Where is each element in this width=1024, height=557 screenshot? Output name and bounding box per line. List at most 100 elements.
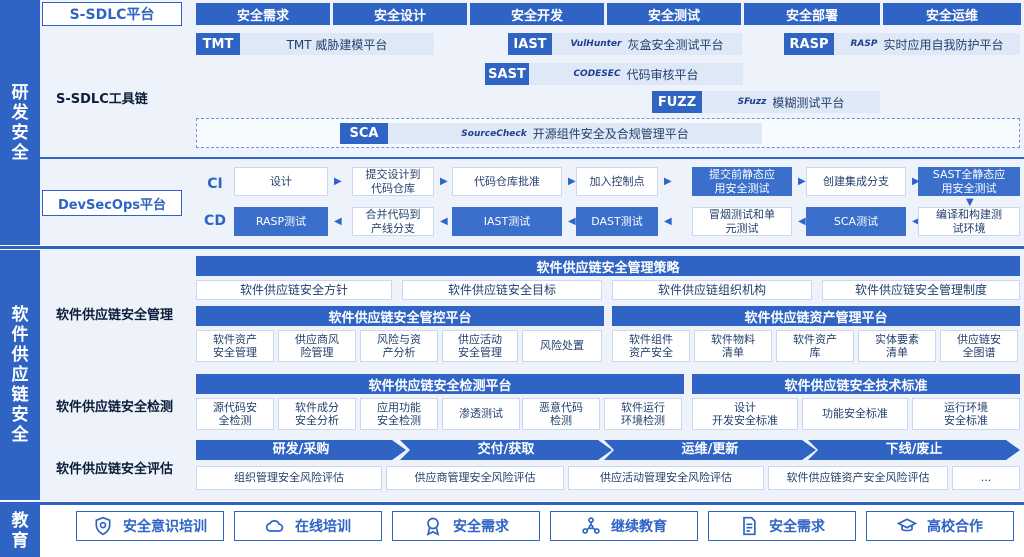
std-title: 软件供应链安全技术标准 bbox=[692, 374, 1020, 394]
shield-icon bbox=[93, 516, 113, 536]
ci-step: 创建集成分支 bbox=[806, 167, 906, 196]
sast-tag: SAST bbox=[485, 63, 529, 85]
asset-item: 软件组件 资产安全 bbox=[612, 330, 690, 362]
education-label: 继续教育 bbox=[611, 519, 667, 535]
fuzz-platform: SFuzz 模糊测试平台 bbox=[702, 91, 880, 113]
rasp-platform: RASP 实时应用自我防护平台 bbox=[834, 33, 1020, 55]
standard-item: 运行环境 安全标准 bbox=[912, 398, 1020, 430]
control-item: 风险处置 bbox=[522, 330, 602, 362]
detect-item: 软件成分 安全分析 bbox=[278, 398, 356, 430]
standard-item: 功能安全标准 bbox=[802, 398, 908, 430]
arrow-down-icon: ▼ bbox=[966, 197, 974, 208]
policy-item: 软件供应链安全方针 bbox=[196, 280, 392, 300]
phase-requirements: 安全需求 bbox=[196, 3, 330, 25]
cd-step: IAST测试 bbox=[452, 207, 562, 236]
cd-label: CD bbox=[204, 213, 226, 229]
tmt-tag: TMT bbox=[196, 33, 240, 55]
supply-detect-label: 软件供应链安全检测 bbox=[56, 400, 174, 415]
ci-step: 设计 bbox=[234, 167, 328, 196]
phase-development: 安全开发 bbox=[470, 3, 604, 25]
education-label: 高校合作 bbox=[927, 519, 983, 535]
arrow-left-icon: ◀ bbox=[440, 216, 448, 227]
sourcecheck-logo: SourceCheck bbox=[461, 128, 527, 139]
detect-item: 源代码安 全检测 bbox=[196, 398, 274, 430]
arrow-right-icon: ▶ bbox=[664, 176, 672, 187]
eval-item: ... bbox=[952, 466, 1020, 490]
band-rd-security: 研发安全 bbox=[0, 0, 40, 245]
iast-tag: IAST bbox=[508, 33, 552, 55]
education-item: 高校合作 bbox=[866, 511, 1014, 541]
asset-item: 供应链安 全图谱 bbox=[940, 330, 1018, 362]
badge-icon bbox=[423, 516, 443, 536]
eval-stage: 运维/更新 bbox=[604, 440, 816, 460]
arrow-left-icon: ◀ bbox=[664, 216, 672, 227]
education-item: 安全需求 bbox=[708, 511, 856, 541]
detect-title: 软件供应链安全检测平台 bbox=[196, 374, 684, 394]
arrow-right-icon: ▶ bbox=[440, 176, 448, 187]
detect-item: 恶意代码 检测 bbox=[522, 398, 600, 430]
eval-stage: 下线/废止 bbox=[808, 440, 1020, 460]
cd-step: 合并代码到 产线分支 bbox=[352, 207, 434, 236]
control-title: 软件供应链安全管控平台 bbox=[196, 306, 604, 326]
ci-step: 加入控制点 bbox=[576, 167, 658, 196]
arrow-right-icon: ▶ bbox=[912, 176, 920, 187]
education-label: 安全需求 bbox=[769, 519, 825, 535]
codesec-logo: CODESEC bbox=[573, 69, 621, 79]
education-item: 继续教育 bbox=[550, 511, 698, 541]
asset-item: 实体要素 清单 bbox=[858, 330, 936, 362]
phase-deployment: 安全部署 bbox=[744, 3, 880, 25]
eval-stage: 交付/获取 bbox=[400, 440, 612, 460]
education-item: 安全需求 bbox=[392, 511, 540, 541]
graduation-cap-icon bbox=[897, 516, 917, 536]
arrow-left-icon: ◀ bbox=[334, 216, 342, 227]
detect-item: 软件运行 环境检测 bbox=[604, 398, 682, 430]
asset-title: 软件供应链资产管理平台 bbox=[612, 306, 1020, 326]
control-item: 供应商风 险管理 bbox=[278, 330, 356, 362]
cd-step: RASP测试 bbox=[234, 207, 328, 236]
ci-step: 代码仓库批准 bbox=[452, 167, 562, 196]
asset-item: 软件资产 库 bbox=[776, 330, 854, 362]
fuzz-tag: FUZZ bbox=[652, 91, 702, 113]
arrow-right-icon: ▶ bbox=[334, 176, 342, 187]
arrow-right-icon: ▶ bbox=[568, 176, 576, 187]
divider bbox=[0, 246, 1024, 249]
control-item: 风险与资 产分析 bbox=[360, 330, 438, 362]
education-label: 在线培训 bbox=[295, 519, 351, 535]
toolchain-label: S-SDLC工具链 bbox=[56, 92, 148, 107]
vulhunter-logo: VulHunter bbox=[570, 39, 622, 49]
cd-step: SCA测试 bbox=[806, 207, 906, 236]
policy-item: 软件供应链组织机构 bbox=[612, 280, 812, 300]
policy-title: 软件供应链安全管理策略 bbox=[196, 256, 1020, 276]
ci-label: CI bbox=[207, 176, 223, 192]
divider bbox=[40, 157, 1024, 159]
devsecops-label: DevSecOps平台 bbox=[42, 190, 182, 216]
rasp-logo: RASP bbox=[850, 39, 878, 49]
asset-item: 软件物料 清单 bbox=[694, 330, 772, 362]
ci-step: 提交设计到 代码仓库 bbox=[352, 167, 434, 196]
control-item: 软件资产 安全管理 bbox=[196, 330, 274, 362]
sast-platform: CODESEC 代码审核平台 bbox=[529, 63, 743, 85]
policy-item: 软件供应链安全目标 bbox=[402, 280, 602, 300]
eval-item: 供应活动管理安全风险评估 bbox=[568, 466, 764, 490]
detect-item: 应用功能 安全检测 bbox=[360, 398, 438, 430]
document-icon bbox=[739, 516, 759, 536]
phase-testing: 安全测试 bbox=[607, 3, 741, 25]
cd-step: 编译和构建测 试环境 bbox=[918, 207, 1020, 236]
education-label: 安全需求 bbox=[453, 519, 509, 535]
eval-item: 供应商管理安全风险评估 bbox=[386, 466, 564, 490]
education-label: 安全意识培训 bbox=[123, 519, 207, 535]
sdlc-platform-label: S-SDLC平台 bbox=[42, 2, 182, 26]
supply-eval-label: 软件供应链安全评估 bbox=[56, 462, 174, 477]
band-education: 教育 bbox=[0, 505, 40, 557]
cd-step: DAST测试 bbox=[576, 207, 658, 236]
education-item: 安全意识培训 bbox=[76, 511, 224, 541]
rasp-tag: RASP bbox=[784, 33, 834, 55]
tmt-platform: TMT 威胁建模平台 bbox=[240, 33, 434, 55]
arrow-left-icon: ◀ bbox=[798, 216, 806, 227]
iast-platform: VulHunter 灰盒安全测试平台 bbox=[552, 33, 742, 55]
education-item: 在线培训 bbox=[234, 511, 382, 541]
sfuzz-logo: SFuzz bbox=[737, 97, 767, 107]
divider bbox=[0, 502, 1024, 505]
phase-operations: 安全运维 bbox=[883, 3, 1021, 25]
arrow-right-icon: ▶ bbox=[798, 176, 806, 187]
